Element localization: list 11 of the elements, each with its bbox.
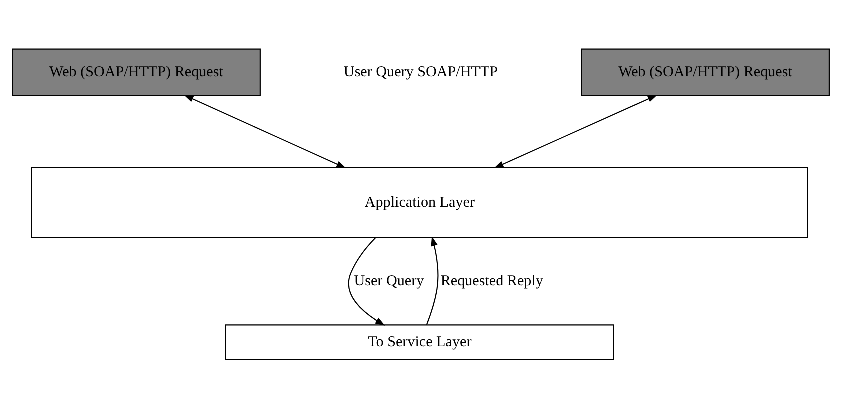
node-box: Web (SOAP/HTTP) Request [581,48,830,96]
edge-label: Requested Reply [440,273,544,290]
node-box: To Service Layer [225,324,614,360]
label: User Query SOAP/HTTP [344,64,498,80]
arrow [426,236,439,325]
node-box: Application Layer [31,166,808,238]
arrow [348,237,386,326]
edge-label: User Query [354,273,424,290]
node-box: Web (SOAP/HTTP) Request [12,48,261,96]
arrow [494,94,658,168]
arrow [184,94,346,168]
